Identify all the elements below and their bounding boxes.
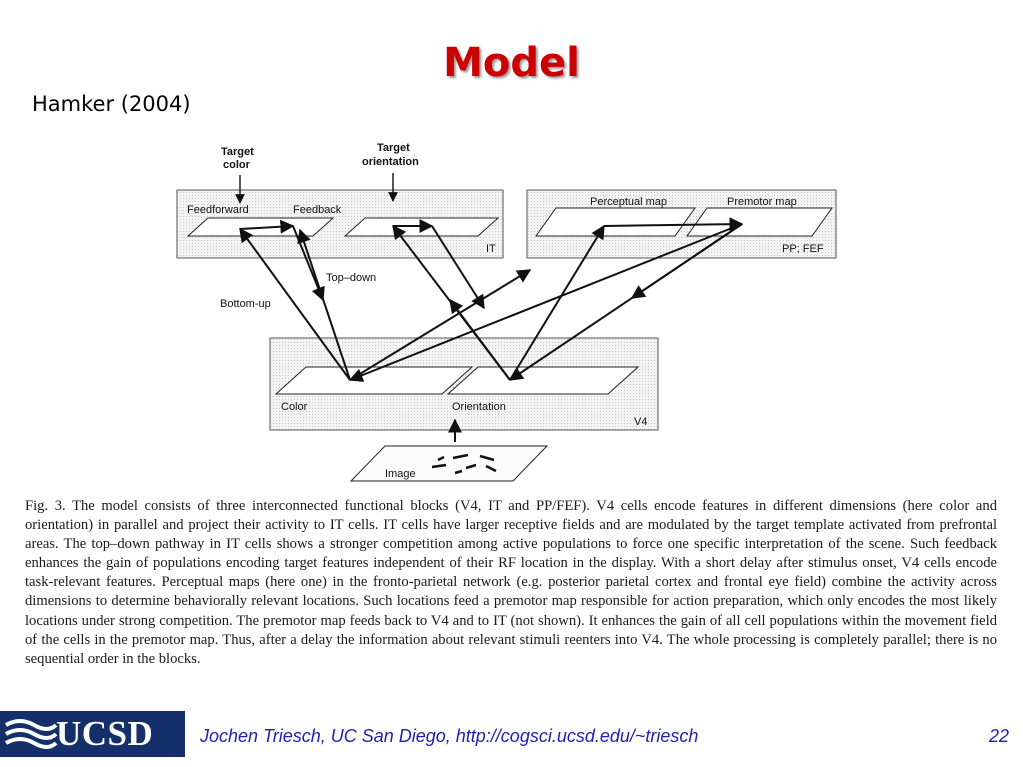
model-diagram: Feedforward Feedback IT Perceptual map P…	[176, 142, 837, 482]
it-label: IT	[486, 243, 496, 255]
target-color-label-line2: color	[223, 159, 251, 171]
ucsd-wave-icon	[5, 719, 58, 749]
bottom-up-label: Bottom-up	[220, 298, 271, 310]
pp-fef-label: PP; FEF	[782, 243, 824, 255]
slide-subtitle: Hamker (2004)	[32, 92, 191, 116]
page-number: 22	[988, 726, 1009, 746]
ucsd-logo: UCSD	[0, 711, 185, 757]
image-label: Image	[385, 468, 416, 480]
top-down-label: Top–down	[326, 272, 376, 284]
v4-map-orientation	[446, 366, 640, 395]
v4-label: V4	[634, 416, 647, 428]
feedforward-label: Feedforward	[187, 204, 249, 216]
v4-map-color	[274, 366, 474, 395]
premotor-map-label: Premotor map	[727, 196, 797, 208]
image-plane	[349, 445, 549, 482]
target-orientation-label-line2: orientation	[362, 156, 419, 168]
figure-caption: Fig. 3. The model consists of three inte…	[25, 498, 997, 667]
premotor-map	[686, 207, 833, 237]
color-label: Color	[281, 401, 308, 413]
image-stimuli	[431, 453, 497, 475]
connection-arrows	[239, 217, 744, 442]
footer: UCSD Jochen Triesch, UC San Diego, http:…	[0, 709, 1023, 759]
slide-title: Model	[443, 40, 580, 86]
perceptual-map-label: Perceptual map	[590, 196, 667, 208]
perceptual-map	[535, 207, 696, 237]
ucsd-logo-text: UCSD	[56, 714, 154, 753]
orientation-label: Orientation	[452, 401, 506, 413]
feedback-label: Feedback	[293, 204, 342, 216]
target-orientation-label-line1: Target	[377, 142, 410, 154]
target-color-label-line1: Target	[221, 146, 254, 158]
footer-credit: Jochen Triesch, UC San Diego, http://cog…	[200, 726, 699, 746]
